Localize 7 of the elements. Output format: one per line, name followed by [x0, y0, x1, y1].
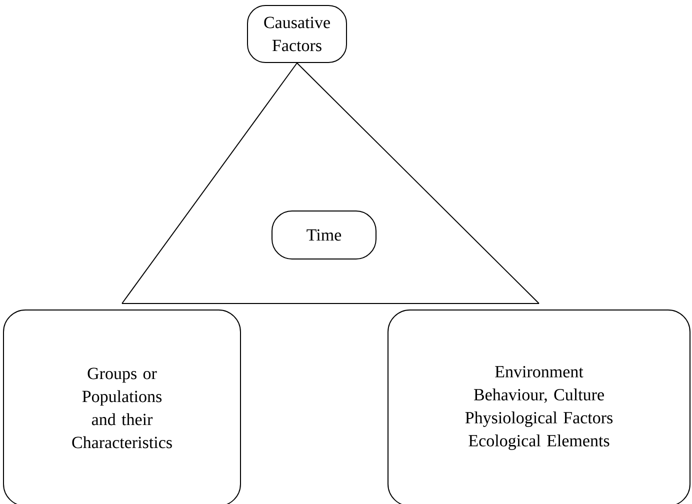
triangle-side	[296, 62, 540, 304]
rounded-box: Time	[272, 210, 376, 260]
rounded-box: Groups or Populations and their Characteristics	[3, 310, 241, 504]
triangle-side	[122, 62, 298, 304]
rounded-box: Environment Behaviour, Culture Physiological Factors Ecological Elements	[388, 310, 690, 504]
triangle-side	[122, 303, 540, 304]
rounded-box: Causative Factors	[247, 5, 347, 63]
